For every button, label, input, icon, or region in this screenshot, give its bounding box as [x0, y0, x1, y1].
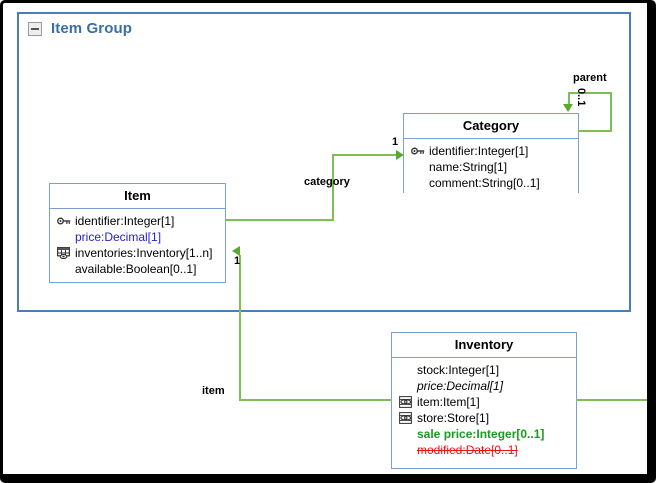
- association-label-item: item: [202, 385, 225, 397]
- attribute-text: sale price:Integer[0..1]: [417, 427, 545, 441]
- connector-item-segment-1: [239, 399, 391, 401]
- minus-square-icon[interactable]: [28, 21, 42, 36]
- attribute-row[interactable]: inventories:Inventory[1..n]: [56, 245, 219, 261]
- connector-item-arrowhead: [232, 246, 240, 256]
- attribute-row[interactable]: modified:Date[0..1]: [398, 442, 570, 458]
- class-box-category[interactable]: Category identifier:Integer[1] name:Stri…: [403, 113, 579, 196]
- link-icon: [398, 411, 413, 425]
- class-attributes-item: identifier:Integer[1] price:Decimal[1]: [50, 209, 225, 282]
- connector-item-segment-2: [239, 255, 241, 401]
- attribute-text: inventories:Inventory[1..n]: [75, 246, 213, 260]
- connector-parent-segment-4: [571, 130, 612, 132]
- key-icon: [56, 214, 71, 228]
- association-label-category: category: [304, 176, 350, 188]
- connector-parent-segment-1: [610, 92, 612, 132]
- connector-parent-segment-2: [568, 92, 612, 94]
- association-multiplicity-parent: 0..1: [575, 88, 587, 107]
- attribute-row[interactable]: item:Item[1]: [398, 394, 570, 410]
- package-header[interactable]: Item Group: [28, 20, 132, 37]
- attribute-row[interactable]: price:Decimal[1]: [398, 378, 570, 394]
- attribute-row[interactable]: identifier:Integer[1]: [56, 213, 219, 229]
- connector-category-segment-2: [332, 154, 334, 221]
- attribute-row[interactable]: name:String[1]: [410, 159, 572, 175]
- connector-parent-arrowhead: [563, 104, 573, 112]
- attribute-row[interactable]: price:Decimal[1]: [56, 229, 219, 245]
- class-title-item: Item: [50, 184, 225, 209]
- attribute-row[interactable]: available:Boolean[0..1]: [56, 261, 219, 277]
- class-box-item[interactable]: Item identifier:Integer[1] price:Decimal…: [49, 183, 226, 283]
- attribute-text: identifier:Integer[1]: [75, 214, 175, 228]
- attribute-text: price:Decimal[1]: [417, 379, 504, 393]
- package-title: Item Group: [51, 20, 133, 37]
- attribute-text: comment:String[0..1]: [429, 176, 540, 190]
- class-attributes-category: identifier:Integer[1] name:String[1] com…: [404, 139, 578, 196]
- table-icon: [56, 246, 71, 260]
- attribute-row[interactable]: comment:String[0..1]: [410, 175, 572, 191]
- class-title-category: Category: [404, 114, 578, 139]
- association-label-parent: parent: [573, 72, 607, 84]
- association-multiplicity-item: 1: [234, 255, 241, 267]
- attribute-row[interactable]: sale price:Integer[0..1]: [398, 426, 570, 442]
- attribute-text: store:Store[1]: [417, 411, 490, 425]
- attribute-row[interactable]: identifier:Integer[1]: [410, 143, 572, 159]
- attribute-text: identifier:Integer[1]: [429, 144, 529, 158]
- connector-category-segment-3: [332, 154, 400, 156]
- attribute-row[interactable]: stock:Integer[1]: [398, 362, 570, 378]
- package-item-group[interactable]: [17, 12, 631, 312]
- class-title-inventory: Inventory: [392, 333, 576, 358]
- connector-category-arrowhead: [396, 150, 404, 160]
- attribute-text: item:Item[1]: [417, 395, 480, 409]
- class-attributes-inventory: stock:Integer[1] price:Decimal[1] item:I: [392, 358, 576, 463]
- connector-parent-segment-3: [568, 92, 570, 110]
- attribute-text: name:String[1]: [429, 160, 508, 174]
- connector-store-segment-1: [576, 399, 647, 401]
- key-icon: [410, 144, 425, 158]
- connector-category-segment-1: [224, 219, 334, 221]
- attribute-text: modified:Date[0..1]: [417, 443, 518, 457]
- link-icon: [398, 395, 413, 409]
- attribute-text: stock:Integer[1]: [417, 363, 500, 377]
- attribute-row[interactable]: store:Store[1]: [398, 410, 570, 426]
- association-multiplicity-category: 1: [392, 136, 399, 148]
- class-box-inventory[interactable]: Inventory stock:Integer[1] price:Decimal…: [391, 332, 577, 469]
- attribute-text: price:Decimal[1]: [75, 230, 162, 244]
- minus-glyph: [31, 27, 39, 30]
- attribute-text: available:Boolean[0..1]: [75, 262, 197, 276]
